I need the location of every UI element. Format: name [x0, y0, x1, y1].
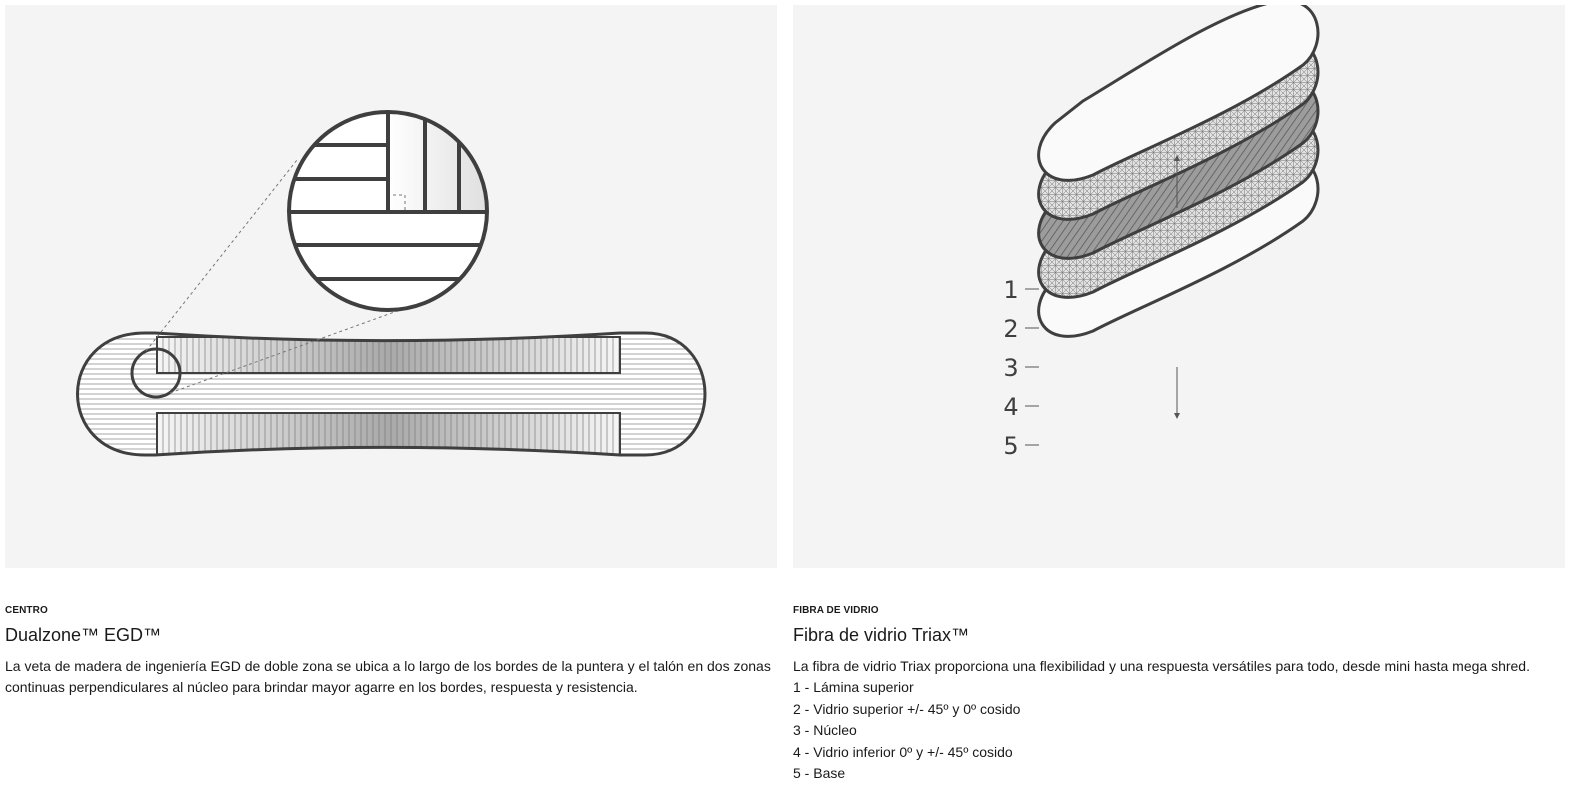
core-description: La veta de madera de ingeniería EGD de d…	[5, 658, 771, 695]
arrow-down-icon	[1174, 367, 1180, 419]
layer-1-shape	[1037, 5, 1320, 182]
label-5: 5	[1003, 432, 1018, 460]
fiberglass-caption: FIBRA DE VIDRIO Fibra de vidrio Triax™ L…	[793, 603, 1565, 785]
label-2: 2	[1003, 315, 1018, 343]
label-4: 4	[1003, 393, 1018, 421]
label-1: 1	[1003, 276, 1018, 304]
label-3: 3	[1003, 354, 1018, 382]
core-feature-card: CENTRO Dualzone™ EGD™ La veta de madera …	[5, 5, 777, 695]
core-caption: CENTRO Dualzone™ EGD™ La veta de madera …	[5, 603, 777, 698]
core-title: Dualzone™ EGD™	[5, 625, 162, 645]
layer-item: 1 - Lámina superior	[793, 679, 914, 695]
layer-item: 4 - Vidrio inferior 0º y +/- 45º cosido	[793, 743, 1013, 760]
core-eyebrow: CENTRO	[5, 605, 48, 616]
fiberglass-figure: 1 2 3 4 5	[793, 5, 1565, 568]
layer-item: 3 - Núcleo	[793, 722, 857, 739]
fiberglass-eyebrow: FIBRA DE VIDRIO	[793, 605, 879, 616]
fiberglass-layers-icon: 1 2 3 4 5	[1003, 5, 1320, 460]
arrow-up-icon	[1174, 155, 1180, 208]
layer-list: 1 - Lámina superior 2 - Vidrio superior …	[793, 677, 1565, 785]
fiberglass-feature-card: 1 2 3 4 5 FIBRA DE VIDRIO Fibra de vidri…	[793, 5, 1565, 781]
snowboard-core-icon	[76, 110, 707, 457]
layer-item: 2 - Vidrio superior +/- 45º y 0º cosido	[793, 700, 1021, 717]
fiberglass-title: Fibra de vidrio Triax™	[793, 625, 970, 645]
layer-item: 5 - Base	[793, 765, 846, 782]
fiberglass-description: La fibra de vidrio Triax proporciona una…	[793, 658, 1530, 674]
core-figure	[5, 5, 777, 568]
